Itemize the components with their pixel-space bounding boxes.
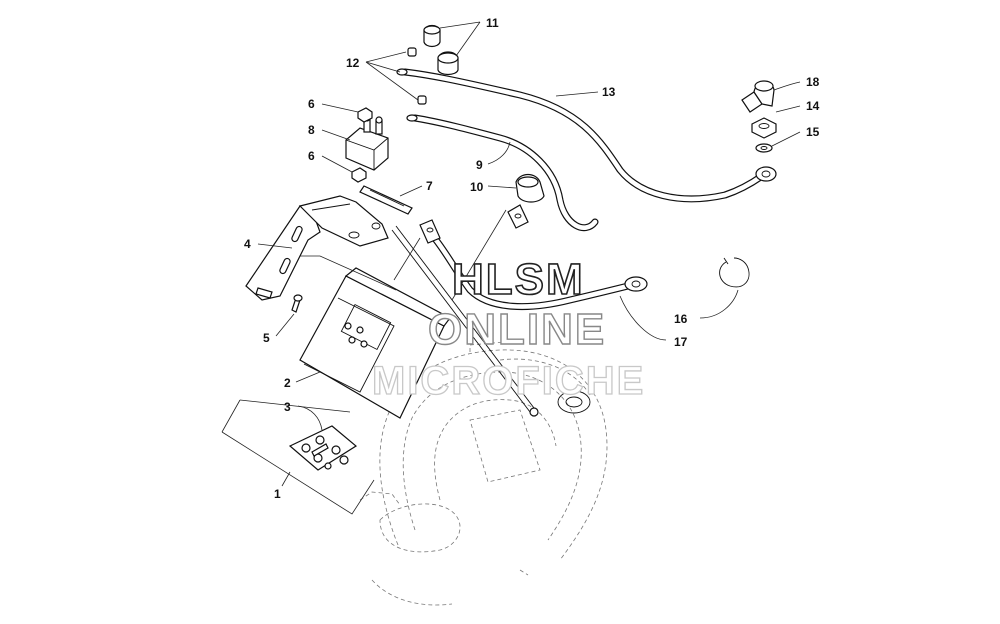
lock-washer-15 <box>755 143 773 153</box>
cable-17 <box>419 219 648 310</box>
hardware-kit-3 <box>288 425 358 471</box>
strap-7 <box>359 185 413 215</box>
callout-6-upper: 6 <box>308 97 315 111</box>
callout-6-lower: 6 <box>308 149 315 163</box>
cable-13 <box>401 68 777 203</box>
callout-11: 11 <box>486 16 499 30</box>
terminal-boot-11b <box>437 51 459 76</box>
solenoid-8 <box>345 114 389 171</box>
callout-5: 5 <box>263 331 270 345</box>
callout-14: 14 <box>806 99 820 113</box>
bracket-4 <box>245 195 389 301</box>
watermark-line-2: ONLINE <box>428 305 606 354</box>
terminal-boot-11a <box>423 24 441 48</box>
callout-8: 8 <box>308 123 315 137</box>
callout-1: 1 <box>274 487 281 501</box>
cable-9 <box>411 114 599 232</box>
watermark-line-1: HLSM <box>452 255 585 304</box>
callout-9: 9 <box>476 158 483 172</box>
callout-15: 15 <box>806 125 820 139</box>
vehicle-body-outline <box>359 341 608 606</box>
hold-down-leader <box>391 225 539 417</box>
terminal-10-ring <box>507 204 529 229</box>
callout-3: 3 <box>284 400 291 414</box>
terminal-12a <box>396 47 417 76</box>
watermark: HLSM ONLINE MICROFICHE <box>371 254 645 403</box>
watermark-line-3: MICROFICHE <box>372 359 645 403</box>
terminal-boot-10 <box>515 173 545 203</box>
leader-lines <box>221 21 801 515</box>
callout-12: 12 <box>346 56 360 70</box>
terminal-boot-18 <box>741 80 775 113</box>
battery-2 <box>299 267 451 419</box>
callout-10: 10 <box>470 180 484 194</box>
clamp-ring-16 <box>719 257 750 288</box>
screw-5 <box>291 294 303 313</box>
nut-6-top <box>357 107 373 123</box>
nut-14 <box>751 117 777 139</box>
callout-16: 16 <box>674 312 688 326</box>
callout-2: 2 <box>284 376 291 390</box>
callout-17: 17 <box>674 335 688 349</box>
callout-4: 4 <box>244 237 251 251</box>
callout-7: 7 <box>426 179 433 193</box>
callout-labels: 1 2 3 4 5 6 6 7 8 9 10 11 12 13 14 15 16… <box>244 16 820 501</box>
nut-6-bottom <box>351 167 367 183</box>
callout-13: 13 <box>602 85 616 99</box>
callout-18: 18 <box>806 75 820 89</box>
